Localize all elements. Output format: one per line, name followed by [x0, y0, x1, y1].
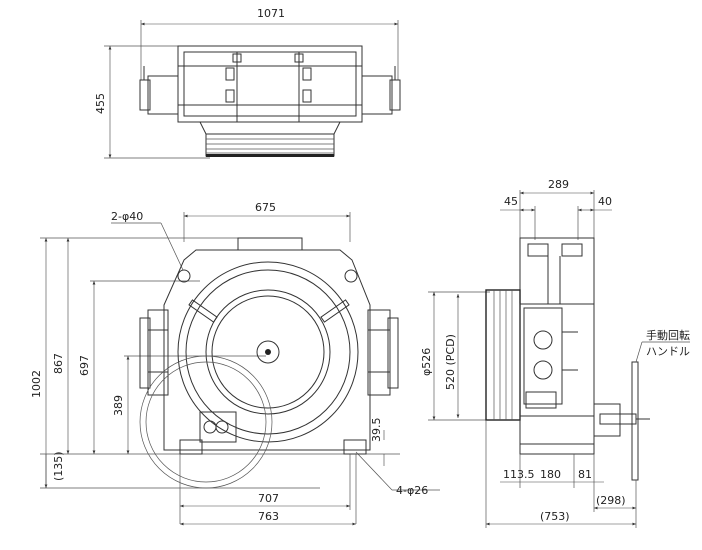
dim-pcd: 520 (PCD)	[444, 334, 457, 390]
dim-height-867: 867	[52, 353, 65, 374]
dim-height-697: 697	[78, 355, 91, 376]
dim-top-height: 455	[94, 93, 107, 114]
dim-side-298: (298)	[596, 494, 626, 507]
dim-top-width: 1071	[257, 7, 285, 20]
dim-overall-height: 1002	[30, 370, 43, 398]
dim-side-left: 45	[504, 195, 518, 208]
dim-side-753: (753)	[540, 510, 570, 523]
dim-sheave-diameter: φ526	[420, 348, 433, 376]
dim-side-right: 40	[598, 195, 612, 208]
label-bore: 2-φ40	[111, 210, 143, 223]
dim-side-180: 180	[540, 468, 561, 481]
dim-side-113: 113.5	[503, 468, 535, 481]
dim-height-389: 389	[112, 395, 125, 416]
dim-base-offset: (135)	[52, 451, 65, 481]
label-handle-line1: 手動回転	[646, 328, 690, 342]
label-foot-holes: 4-φ26	[396, 484, 428, 497]
dim-base-763: 763	[258, 510, 279, 523]
dim-side-81: 81	[578, 468, 592, 481]
dim-base-707: 707	[258, 492, 279, 505]
dim-side-width: 289	[548, 178, 569, 191]
front-view: 675 2-φ40 1002 867 697 389 (135)	[30, 201, 440, 526]
label-handle-line2: ハンドル	[646, 345, 690, 358]
dim-foot-height: 39.5	[370, 418, 383, 443]
side-view: 289 45 40 φ526 520 (PCD)	[420, 178, 690, 528]
dim-front-span: 675	[255, 201, 276, 214]
top-view: 1071 455	[94, 7, 401, 159]
